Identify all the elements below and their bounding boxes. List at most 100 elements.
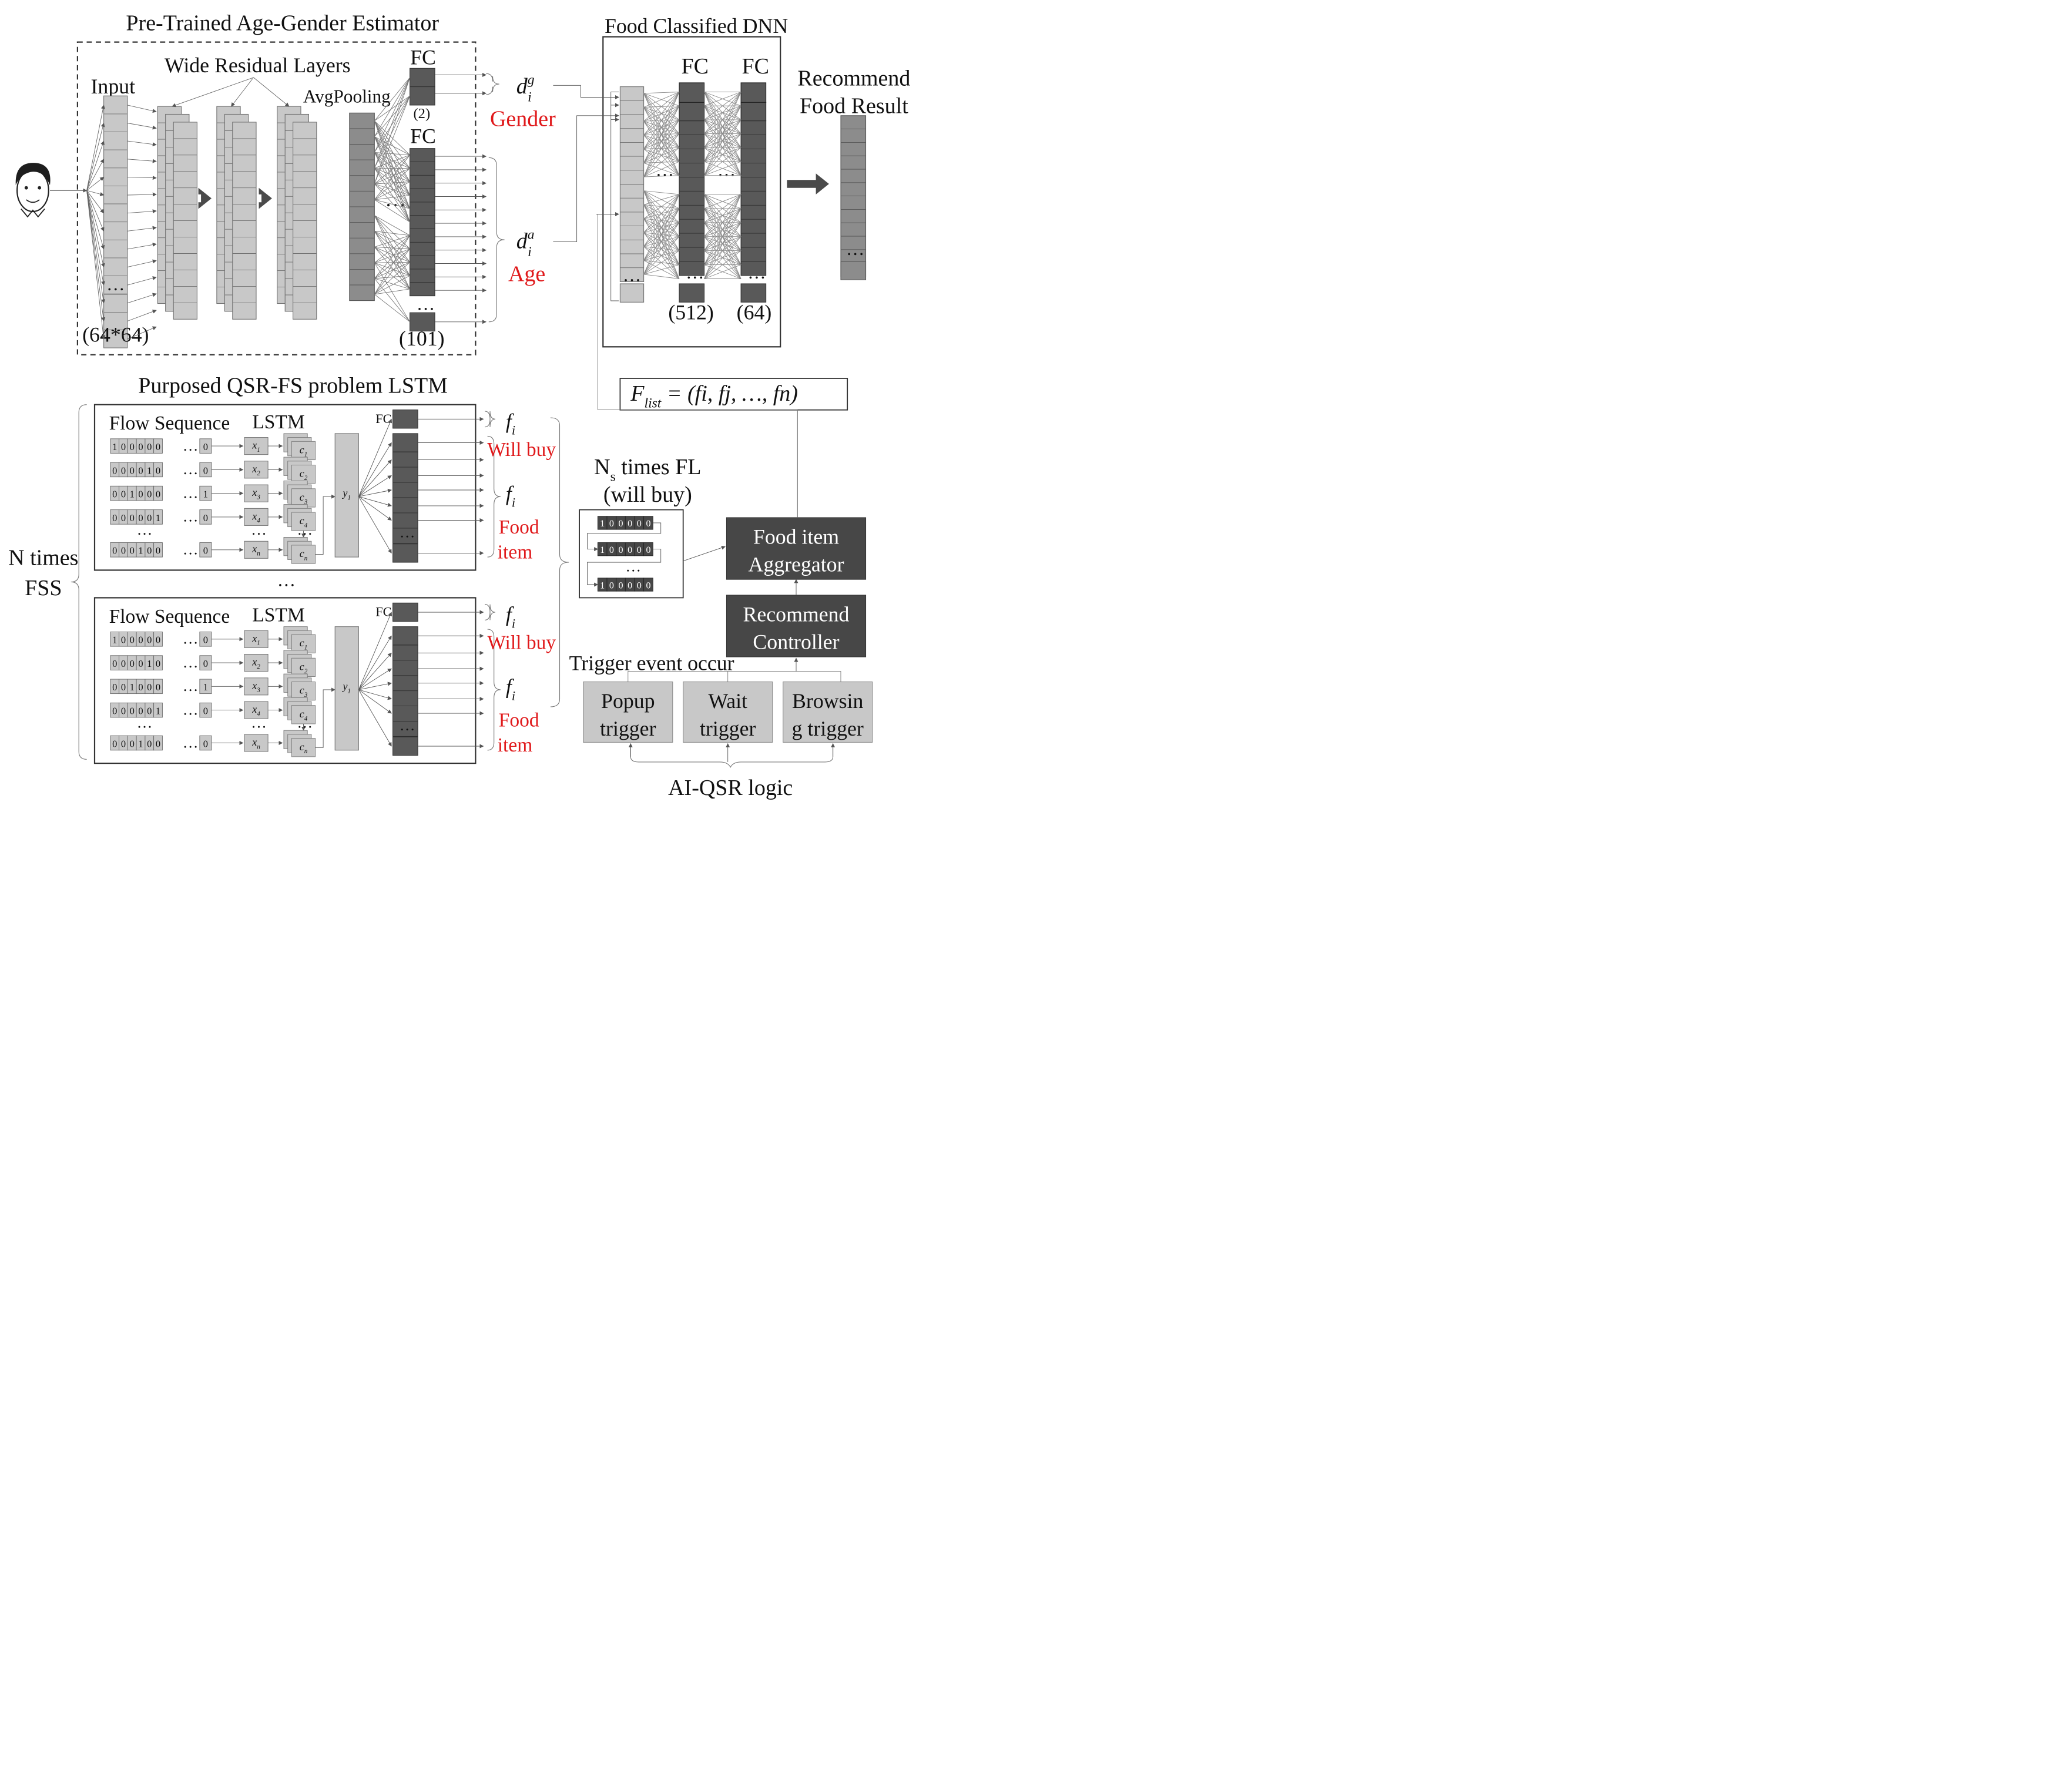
avgpool-to-fc-age-line	[374, 275, 410, 295]
dnn-input-last-cell	[619, 283, 645, 303]
x-label-base: x	[251, 703, 257, 715]
avgpool-to-fc-age-line	[374, 183, 410, 196]
c-label-base: c	[300, 684, 304, 696]
gender-vector-label-base: d	[516, 74, 528, 99]
bit-value: 0	[121, 465, 126, 476]
input-fan-line	[86, 190, 106, 340]
avgpool-to-fc-age-line	[374, 152, 410, 169]
bit-value: 1	[112, 441, 117, 452]
fl-bit-value: 0	[618, 519, 623, 529]
c-label: c3	[300, 491, 308, 505]
input-fan-line	[86, 190, 105, 196]
fl-title-rest: times FL	[616, 455, 702, 479]
dnn-dense-line	[643, 92, 680, 136]
gender-brace	[486, 73, 499, 95]
fl-chain-connector	[587, 549, 662, 587]
y-label-base: y	[342, 680, 348, 692]
x-label: xn	[251, 543, 260, 557]
input-fan-line	[86, 105, 105, 191]
avgpool-to-fc-age-line	[374, 152, 410, 156]
tail-value: 0	[203, 738, 208, 749]
avgpool-to-fc-age-line	[374, 183, 410, 223]
y-to-fc-arrow	[358, 496, 392, 507]
avgpool-to-fc-age-line	[374, 247, 410, 276]
avgpool-to-fc-age-line	[374, 231, 410, 249]
input-fan-line	[86, 190, 105, 250]
controller-label-1: Recommend	[743, 603, 850, 626]
will-buy-label: Will buy	[487, 439, 556, 461]
fc512-layer	[679, 120, 705, 276]
avgpool-to-fc-age-line	[374, 152, 410, 196]
bit-cell	[153, 655, 163, 670]
avgpool-to-fc-age-line	[374, 136, 410, 196]
x-vertical-dots: …	[251, 521, 267, 538]
trigger-box	[583, 681, 673, 743]
dnn-to-result-arrow	[787, 173, 829, 194]
avgpool-to-fc-age-line	[374, 120, 410, 169]
bit-value: 0	[130, 441, 135, 452]
tail-value: 1	[203, 682, 208, 693]
trigger-label-2: trigger	[600, 717, 656, 740]
row-vertical-dots: …	[137, 521, 153, 538]
c-label-sub: 2	[304, 668, 308, 675]
food-dnn-title: Food Classified DNN	[605, 14, 788, 38]
c-vertical-dots: …	[297, 714, 313, 731]
tail-value: 1	[203, 489, 208, 500]
face-collar-icon	[21, 208, 45, 218]
input-to-block-arrow	[127, 310, 157, 321]
x-label-sub: 2	[257, 470, 260, 477]
fc-gender-label: FC	[410, 46, 436, 69]
fl-bit-value: 0	[646, 545, 650, 555]
lstm-panel-box	[93, 404, 477, 571]
avgpool-to-fc-age-line	[374, 262, 410, 276]
avgpool-to-fc-age-line	[374, 183, 410, 209]
avgpool-to-fc-age-line	[374, 235, 410, 279]
fc64-dots: …	[747, 262, 766, 283]
avgpool-to-fc-age-line	[374, 235, 410, 263]
bit-value: 1	[147, 465, 152, 476]
x-label-sub: 3	[256, 494, 260, 501]
avgpool-label: AvgPooling	[303, 86, 391, 106]
x-cell	[244, 630, 269, 648]
bit-value: 0	[130, 545, 135, 556]
avgpool-to-fc-age-line	[374, 261, 410, 279]
result-label-line1: Recommend	[797, 66, 910, 90]
dnn-dense-line	[643, 194, 680, 233]
input-fan-line	[86, 140, 105, 191]
bit-value: 0	[130, 738, 135, 749]
avgpool-to-fc-age-line	[374, 215, 410, 263]
avgpool-to-fc-age-line	[374, 278, 410, 323]
bit-value: 0	[112, 545, 117, 556]
dnn-dense-line	[704, 194, 742, 223]
dnn-dense-line	[643, 92, 680, 108]
dnn-dense-line	[643, 194, 680, 247]
flist-box	[619, 378, 848, 411]
dnn-dense-line	[704, 236, 742, 279]
row-vertical-dots: …	[137, 714, 153, 731]
avgpool-to-fc-age-line	[374, 261, 410, 295]
c-label-sub: 1	[304, 645, 308, 652]
gender-label: Gender	[490, 107, 556, 132]
bit-value: 0	[156, 658, 160, 669]
flist-formula-base: F	[630, 381, 645, 406]
y-to-fc-arrow	[358, 418, 392, 497]
avgpool-to-fc-age-line	[374, 249, 410, 295]
c-label-sub: 2	[304, 475, 308, 482]
bit-value: 0	[147, 738, 152, 749]
c-label-base: c	[300, 548, 304, 559]
c-label: c1	[300, 444, 308, 458]
x-label-sub: 4	[257, 518, 260, 525]
avgpool-to-fc-age-line	[374, 136, 410, 169]
c-label-base: c	[300, 637, 304, 649]
fl-bit-value: 0	[628, 519, 632, 529]
y-to-fc-arrow	[358, 689, 392, 700]
bit-value: 0	[156, 635, 160, 646]
dnn-dense-line	[643, 250, 680, 275]
c-label-base: c	[300, 708, 304, 720]
x-label-base: x	[251, 439, 257, 451]
avgpool-to-fc-age-line	[374, 215, 411, 290]
c-label: c3	[300, 684, 308, 699]
x-cell	[244, 734, 269, 752]
y-to-fc-arrow	[358, 612, 392, 690]
